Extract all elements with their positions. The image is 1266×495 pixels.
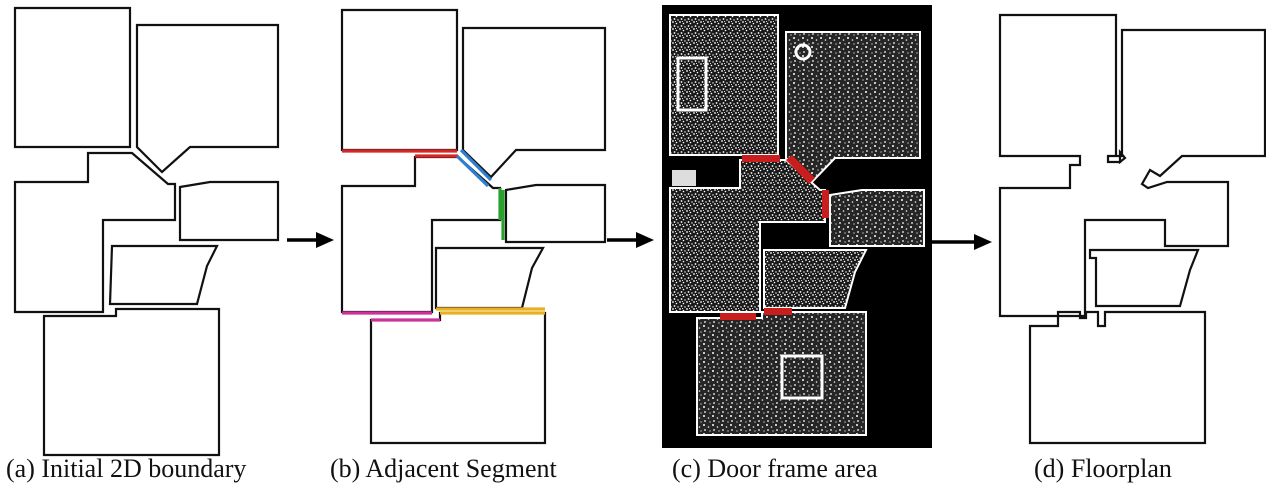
door-frame-red (764, 308, 792, 315)
floorplan-outline (998, 13, 1266, 445)
door-frame-red (742, 155, 780, 162)
right-arrow-icon (932, 234, 992, 250)
room-bottom (369, 311, 547, 445)
panel-floorplan (998, 13, 1266, 445)
door-frame-red (822, 190, 829, 218)
door-frame-red (720, 313, 756, 320)
room-center (434, 246, 545, 310)
floorplan-inner-corridor (1088, 248, 1200, 308)
door-frame-red (786, 155, 815, 184)
room-center (108, 244, 219, 306)
room-left-corridor (340, 155, 502, 314)
panel-initial-boundary (13, 6, 280, 457)
caption-adjacent-segment: (b) Adjacent Segment (330, 454, 557, 483)
room-bottom (42, 307, 221, 457)
right-arrow-icon (607, 232, 654, 248)
room-top-left (13, 6, 132, 149)
room-right-middle (504, 183, 607, 244)
panel-adjacent-segment (340, 8, 607, 445)
adjacent-segment-blue-2 (455, 154, 490, 188)
point-cloud-rooms (669, 14, 925, 436)
room-top-left (340, 8, 459, 152)
room-left-corridor (13, 151, 177, 314)
room-top-right (135, 23, 280, 174)
caption-door-frame-area: (c) Door frame area (672, 454, 878, 483)
caption-floorplan: (d) Floorplan (1034, 454, 1172, 483)
panel-door-frame-area (662, 5, 932, 448)
adjacent-segment-blue (459, 148, 493, 182)
room-right-middle (178, 180, 280, 242)
caption-initial-boundary: (a) Initial 2D boundary (6, 454, 247, 483)
right-arrow-icon (287, 232, 334, 248)
room-top-right (461, 26, 607, 179)
